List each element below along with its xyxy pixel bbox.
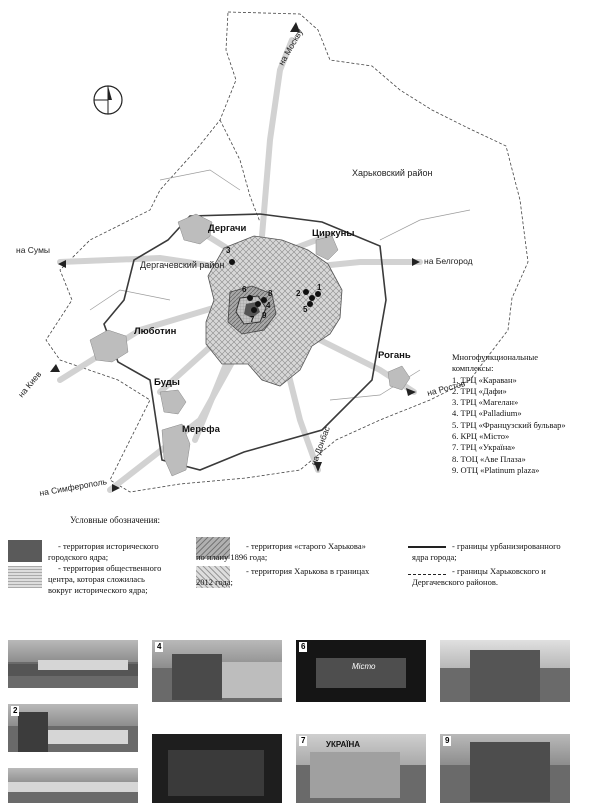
ukraina-sign: УКРАЇНА xyxy=(326,740,361,749)
photo-misto: Місто 6 xyxy=(296,640,426,702)
legend-line-district xyxy=(408,574,446,575)
marker-2: 2 xyxy=(296,289,301,298)
complexes-list: Многофункциональные комплексы: 1. ТРЦ «К… xyxy=(452,352,590,476)
dergachevsky-district-label: Дергачевский район xyxy=(140,260,224,270)
misto-sign: Місто xyxy=(352,662,376,671)
complex-item: 7. ТРЦ «Україна» xyxy=(452,442,516,453)
urban-core-boundary xyxy=(103,213,387,471)
marker-8: 8 xyxy=(268,289,273,298)
photo-palladium: 4 xyxy=(152,640,282,702)
road-moscow: на Москву xyxy=(276,27,305,67)
town-rogan: Рогань xyxy=(378,350,411,361)
legend-item-city-2012: - территория Харькова в границах 2012 го… xyxy=(196,566,370,587)
complex-item: 3. ТРЦ «Магелан» xyxy=(452,397,519,408)
town-budy: Буды xyxy=(154,377,180,388)
town-dergachi: Дергачи xyxy=(208,223,246,234)
legend-item-urban-core: - границы урбанизированного ядра города; xyxy=(412,541,561,562)
town-merefa: Мерефа xyxy=(182,424,221,435)
photo-label-6: 6 xyxy=(299,642,308,652)
complexes-subtitle: комплексы: xyxy=(452,363,494,374)
complex-item: 4. ТРЦ «Palladium» xyxy=(452,408,522,419)
district-boundary xyxy=(45,11,529,493)
complex-item: 8. ТОЦ «Аве Плаза» xyxy=(452,453,526,464)
marker-7: 7 xyxy=(250,315,255,324)
road-belgorod: на Белгород xyxy=(424,256,473,266)
complex-item: 5. ТРЦ «Французский бульвар» xyxy=(452,419,566,430)
legend-title: Условные обозначения: xyxy=(70,515,161,525)
marker-9: 9 xyxy=(262,311,267,320)
photo-platinum-plaza: 9 xyxy=(440,734,570,803)
marker-1: 1 xyxy=(317,283,322,292)
complex-item: 1. ТРЦ «Караван» xyxy=(452,374,517,385)
marker-3: 3 xyxy=(226,246,231,255)
marker-4: 4 xyxy=(266,301,271,310)
road-sumy: на Сумы xyxy=(16,245,50,255)
photo-label-2: 2 xyxy=(11,706,20,716)
kharkiv-district-label: Харьковский район xyxy=(352,168,432,178)
town-tsirkuny: Циркуны xyxy=(312,228,354,239)
compass-rose-icon xyxy=(93,85,123,115)
legend-item-district: - границы Харьковского и Дергачевского р… xyxy=(412,566,546,587)
legend-line-urban-core xyxy=(408,546,446,548)
photo-frantsuzsky xyxy=(152,734,282,803)
complex-item: 2. ТРЦ «Дафи» xyxy=(452,385,507,396)
satellite-towns xyxy=(89,213,411,477)
photo-ave-plaza xyxy=(440,640,570,702)
photo-ukraina: УКРАЇНА 7 xyxy=(296,734,426,803)
legend-swatch-city-2012 xyxy=(196,566,230,588)
kharkiv-map: 3 2 1 5 6 8 7 9 4 Дергачи Циркуны Люботи… xyxy=(16,11,529,498)
photo-label-4: 4 xyxy=(155,642,164,652)
photo-dafi: 2 xyxy=(8,704,138,752)
photo-karavan xyxy=(8,640,138,688)
legend-item-public-center: - территория общественного центра, котор… xyxy=(48,563,162,595)
town-lyubotin: Люботин xyxy=(134,326,177,337)
legend-swatch-historical-core xyxy=(8,540,42,562)
legend-item-old-kharkiv: - территория «старого Харькова» по плану… xyxy=(196,541,366,562)
district-divider xyxy=(219,119,261,223)
complex-markers xyxy=(229,259,321,313)
photo-magelan xyxy=(8,768,138,803)
complexes-title: Многофункциональные xyxy=(452,352,539,362)
photo-label-9: 9 xyxy=(443,736,452,746)
legend-swatch-public-center xyxy=(8,566,42,588)
complex-item: 9. ОТЦ «Platinum plaza» xyxy=(452,464,540,475)
road-kiev: на Киев xyxy=(16,369,44,399)
road-simferopol: на Симферополь xyxy=(39,476,108,498)
legend-swatch-old-kharkiv xyxy=(196,537,230,559)
complex-item: 6. КРЦ «Місто» xyxy=(452,431,510,442)
legend-item-historical-core: - территория исторического городского яд… xyxy=(48,541,159,562)
photo-label-7: 7 xyxy=(299,736,308,746)
marker-5: 5 xyxy=(303,305,308,314)
marker-6: 6 xyxy=(242,285,247,294)
